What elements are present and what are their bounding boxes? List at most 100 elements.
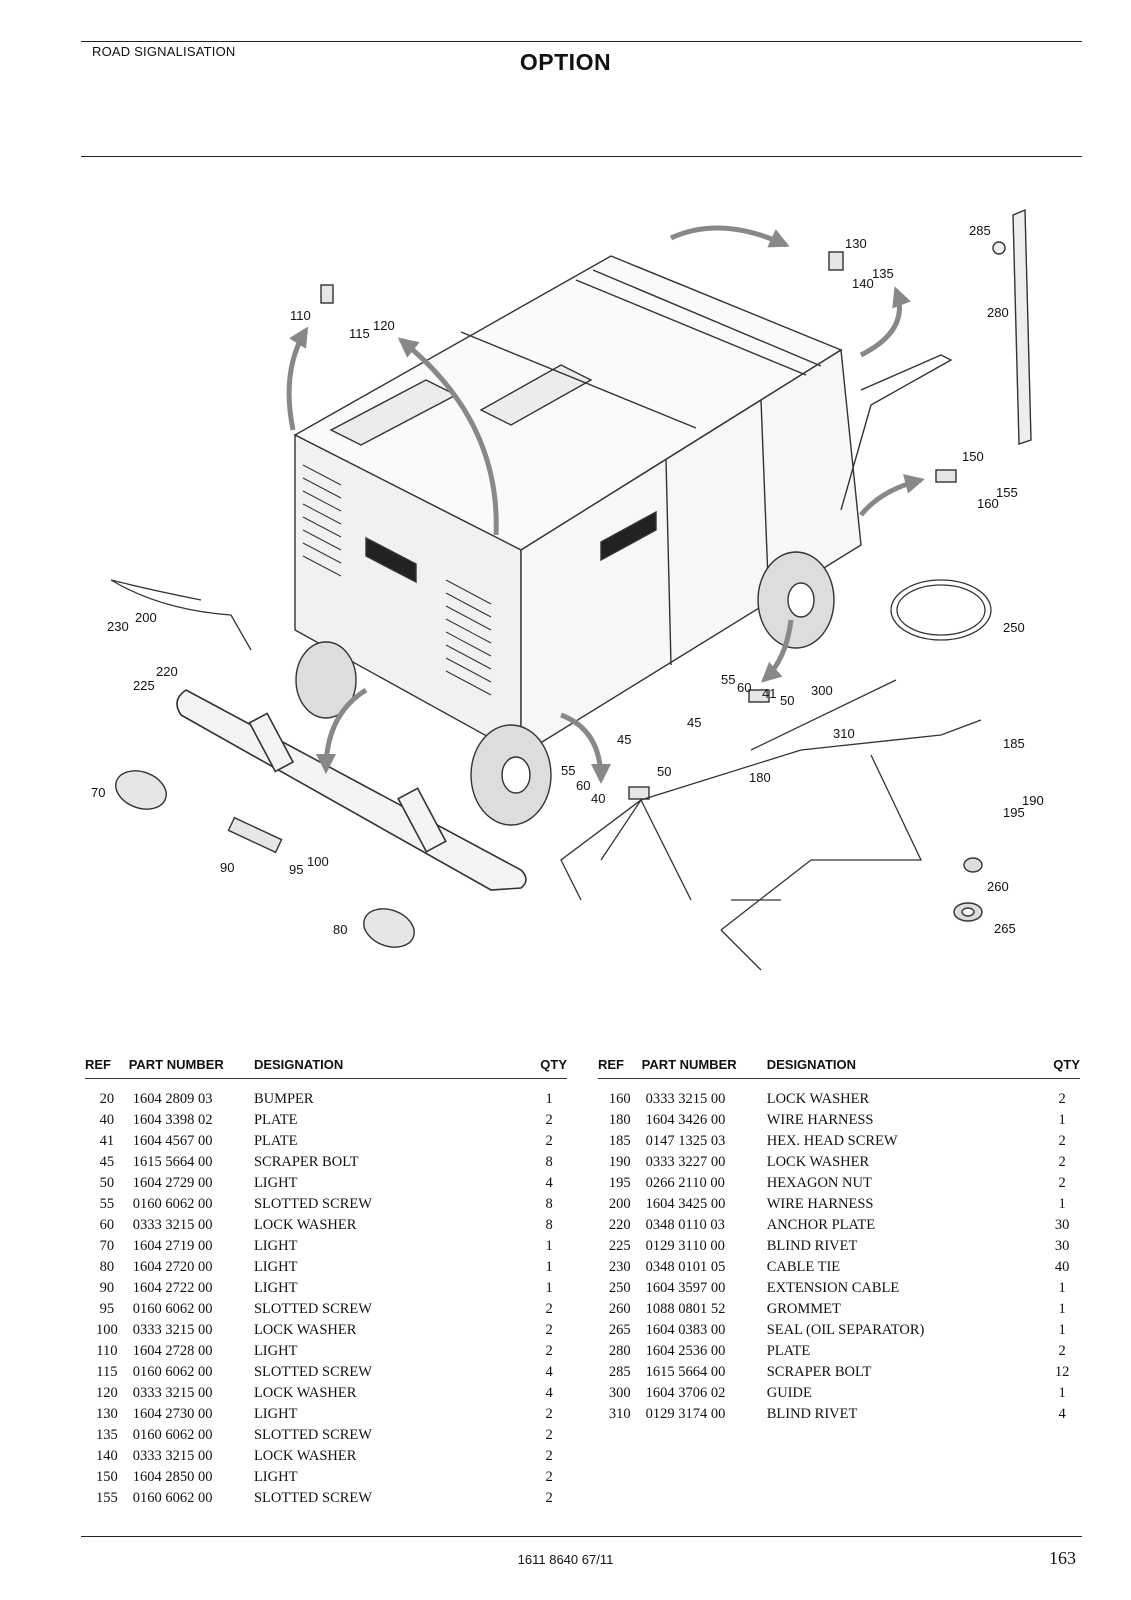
part-number-cell: 1604 3426 00 <box>645 1112 726 1128</box>
ref-cell: 300 <box>608 1385 631 1401</box>
part-number-cell: 1604 2722 00 <box>132 1280 213 1296</box>
part-number-cell: 0160 6062 00 <box>132 1427 213 1443</box>
designation-cell: PLATE <box>766 1343 811 1359</box>
qty-cell: 1 <box>545 1091 553 1107</box>
svg-text:50: 50 <box>657 764 671 779</box>
svg-text:180: 180 <box>749 770 771 785</box>
designation-cell: SCRAPER BOLT <box>253 1154 359 1170</box>
part-number-cell: 0333 3215 00 <box>132 1385 213 1401</box>
designation-cell: SLOTTED SCREW <box>253 1490 372 1506</box>
designation-cell: BLIND RIVET <box>766 1238 858 1254</box>
svg-text:185: 185 <box>1003 736 1025 751</box>
ref-cell: 90 <box>99 1280 115 1296</box>
part-number-cell: 0333 3215 00 <box>132 1217 213 1233</box>
qty-cell: 1 <box>1058 1280 1066 1296</box>
lights <box>115 251 957 948</box>
qty-cell: 4 <box>1058 1406 1066 1422</box>
qty-cell: 1 <box>1058 1196 1066 1212</box>
ref-cell: 41 <box>99 1133 115 1149</box>
svg-text:150: 150 <box>962 449 984 464</box>
section-label: ROAD SIGNALISATION <box>92 44 236 59</box>
top-rule <box>81 41 1082 42</box>
designation-cell: EXTENSION CABLE <box>766 1280 900 1296</box>
column-header-qty: QTY <box>531 1055 567 1079</box>
qty-cell: 40 <box>1054 1259 1070 1275</box>
svg-text:135: 135 <box>872 266 894 281</box>
document-number: 1611 8640 67/11 <box>517 1552 614 1567</box>
designation-cell: LIGHT <box>253 1343 298 1359</box>
qty-cell: 2 <box>545 1322 553 1338</box>
grommet-and-seal <box>953 857 983 922</box>
part-number-cell: 0160 6062 00 <box>132 1490 213 1506</box>
svg-text:120: 120 <box>373 318 395 333</box>
svg-text:260: 260 <box>987 879 1009 894</box>
qty-cell: 1 <box>1058 1301 1066 1317</box>
ref-cell: 45 <box>99 1154 115 1170</box>
designation-cell: LOCK WASHER <box>253 1385 357 1401</box>
qty-cell: 2 <box>545 1469 553 1485</box>
part-number-cell: 1088 0801 52 <box>645 1301 726 1317</box>
ref-cell: 280 <box>608 1343 631 1359</box>
bracket-280 <box>992 208 1032 445</box>
ref-cell: 115 <box>96 1364 118 1380</box>
column-header-part-number: PART NUMBER <box>641 1055 767 1079</box>
svg-text:220: 220 <box>156 664 178 679</box>
qty-cell: 1 <box>545 1259 553 1275</box>
ref-cell: 285 <box>608 1364 631 1380</box>
ref-cell: 230 <box>608 1259 631 1275</box>
designation-cell: SLOTTED SCREW <box>253 1301 372 1317</box>
qty-cell: 4 <box>545 1385 553 1401</box>
part-number-cell: 1615 5664 00 <box>645 1364 726 1380</box>
table-header-row: REF PART NUMBER DESIGNATION QTY <box>598 1055 1080 1079</box>
column-header-part-number: PART NUMBER <box>128 1055 254 1079</box>
ref-cell: 250 <box>608 1280 631 1296</box>
svg-text:41: 41 <box>762 686 776 701</box>
qty-cell: 1 <box>545 1280 553 1296</box>
table-row: 200 1604 3425 00 WIRE HARNESS 1 <box>598 1194 1080 1215</box>
designation-cell: WIRE HARNESS <box>766 1196 874 1212</box>
part-number-cell: 1604 2730 00 <box>132 1406 213 1422</box>
part-number-cell: 1604 2536 00 <box>645 1343 726 1359</box>
svg-text:55: 55 <box>561 763 575 778</box>
svg-text:195: 195 <box>1003 805 1025 820</box>
svg-text:60: 60 <box>737 680 751 695</box>
qty-cell: 8 <box>545 1196 553 1212</box>
part-number-cell: 1604 0383 00 <box>645 1322 726 1338</box>
ref-cell: 135 <box>95 1427 118 1443</box>
designation-cell: LIGHT <box>253 1406 298 1422</box>
qty-cell: 2 <box>1058 1133 1066 1149</box>
svg-text:140: 140 <box>852 276 874 291</box>
part-number-cell: 1604 3425 00 <box>645 1196 726 1212</box>
qty-cell: 2 <box>545 1406 553 1422</box>
ref-cell: 160 <box>608 1091 631 1107</box>
qty-cell: 1 <box>1058 1112 1066 1128</box>
ref-cell: 195 <box>608 1175 631 1191</box>
ref-cell: 140 <box>95 1448 118 1464</box>
svg-text:310: 310 <box>833 726 855 741</box>
designation-cell: PLATE <box>253 1112 298 1128</box>
qty-cell: 1 <box>1058 1385 1066 1401</box>
svg-text:115: 115 <box>349 326 370 341</box>
qty-cell: 1 <box>1058 1322 1066 1338</box>
ref-cell: 200 <box>608 1196 631 1212</box>
part-number-cell: 0333 3227 00 <box>645 1154 726 1170</box>
part-number-cell: 1604 2729 00 <box>132 1175 213 1191</box>
designation-cell: LIGHT <box>253 1280 298 1296</box>
column-header-ref: REF <box>85 1055 129 1079</box>
designation-cell: SEAL (OIL SEPARATOR) <box>766 1322 925 1338</box>
